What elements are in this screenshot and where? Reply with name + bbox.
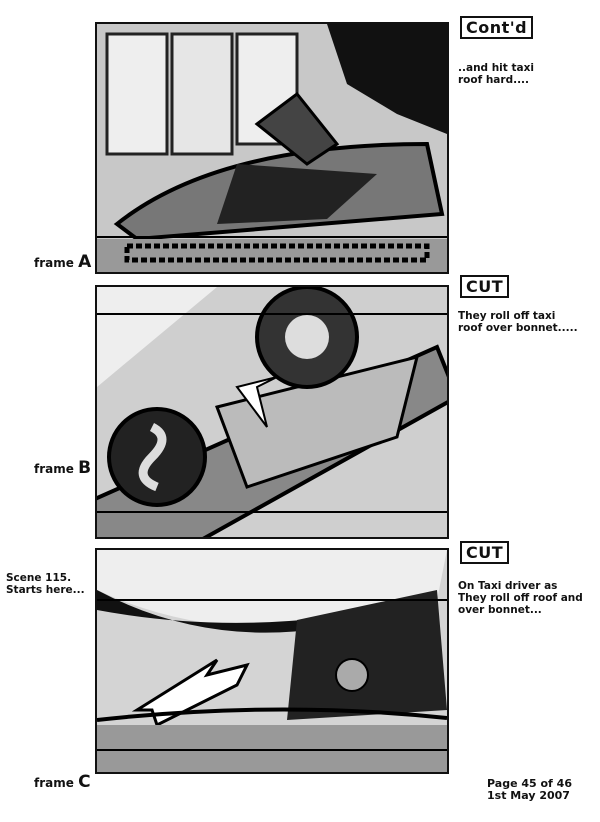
frame-a-transition: Cont'd (460, 16, 534, 39)
frame-a-panel (95, 22, 449, 274)
frame-c-panel (95, 548, 449, 774)
frame-a-prefix: frame (34, 256, 74, 270)
scene-note: Scene 115. Starts here... (6, 572, 96, 596)
frame-c-note: On Taxi driver as They roll off roof and… (458, 580, 583, 616)
frame-b-sketch (97, 287, 447, 537)
frame-a-letter: A (78, 252, 92, 272)
frame-a-sketch (97, 24, 447, 272)
frame-b-panel (95, 285, 449, 539)
frame-b-transition: CUT (460, 275, 510, 298)
frame-b-label: frame B (34, 458, 91, 478)
frame-c-sketch (97, 550, 447, 772)
frame-b-prefix: frame (34, 462, 74, 476)
page-footer: Page 45 of 46 1st May 2007 (487, 778, 600, 802)
frame-c-letter: C (78, 772, 91, 792)
page-date: 1st May 2007 (487, 789, 570, 802)
frame-c-prefix: frame (34, 776, 74, 790)
frame-b-letter: B (78, 458, 92, 478)
scene-note-line2: Starts here... (6, 584, 85, 596)
frame-a-label: frame A (34, 252, 91, 272)
frame-a-note: ..and hit taxi roof hard.... (458, 62, 534, 86)
frame-c-label: frame C (34, 772, 91, 792)
page-number: Page 45 of 46 (487, 777, 572, 790)
frame-c-transition: CUT (460, 541, 510, 564)
frame-b-note: They roll off taxi roof over bonnet..... (458, 310, 578, 334)
scene-note-line1: Scene 115. (6, 572, 72, 584)
